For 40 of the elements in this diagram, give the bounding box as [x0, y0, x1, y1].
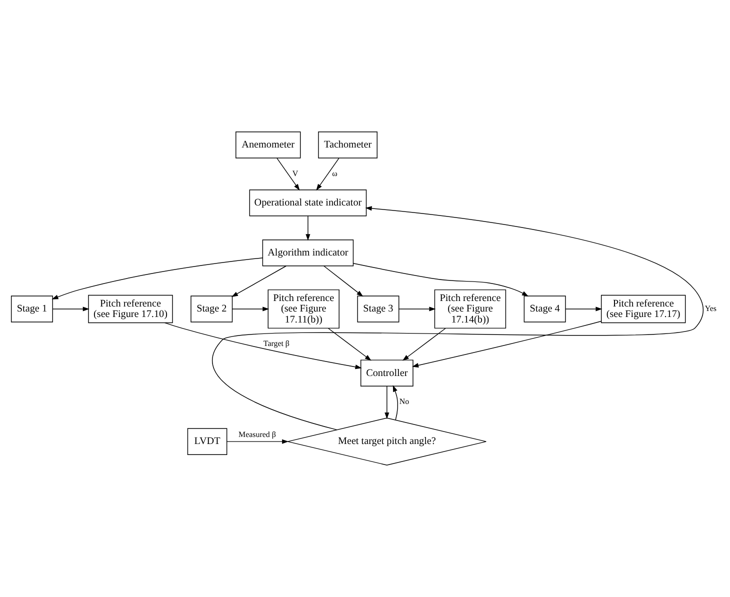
arrow [306, 216, 310, 241]
node-box: Pitch reference (see Figure 17.10) [88, 294, 173, 324]
arrow [232, 306, 270, 312]
node-box: Stage 2 [190, 296, 233, 322]
edge-label: Yes [704, 304, 716, 314]
arrow [384, 386, 390, 420]
arrow [412, 320, 602, 368]
node-box: Anemometer [236, 132, 301, 158]
arrow [565, 306, 602, 312]
arrow [52, 306, 90, 312]
arrow [276, 158, 300, 191]
node-box: Operational state indicator [249, 189, 367, 216]
arrow [52, 257, 263, 300]
edge-label: No [399, 397, 410, 406]
arrow [231, 266, 286, 298]
arrow [353, 263, 528, 296]
edge-label: V [292, 168, 298, 178]
arrow [324, 266, 364, 297]
arrow [164, 322, 362, 370]
arrow [328, 328, 372, 361]
arrow [212, 206, 704, 430]
node-box: Controller [360, 360, 414, 386]
node-box: Pitch reference (see Figure 17.14(b)) [434, 289, 506, 329]
arrow [402, 328, 446, 361]
edge-label: Target β [263, 339, 290, 348]
node-box: Tachometer [318, 132, 378, 158]
arrow [392, 385, 398, 420]
node-box: Pitch reference (see Figure 17.17) [600, 294, 686, 324]
edge-label: ω [332, 168, 338, 178]
node-box: LVDT [187, 428, 228, 455]
node-box: Pitch reference (see Figure 17.11(b)) [268, 289, 340, 329]
node-box: Algorithm indicator [262, 239, 354, 266]
node-diamond: Meet target pitch angle? [287, 418, 487, 466]
node-box: Stage 3 [357, 296, 400, 322]
arrow [316, 158, 340, 191]
arrow [398, 306, 436, 312]
edge-label: Measured β [238, 430, 276, 440]
arrow [226, 439, 289, 444]
node-box: Stage 4 [524, 296, 566, 322]
node-box: Stage 1 [10, 296, 53, 322]
